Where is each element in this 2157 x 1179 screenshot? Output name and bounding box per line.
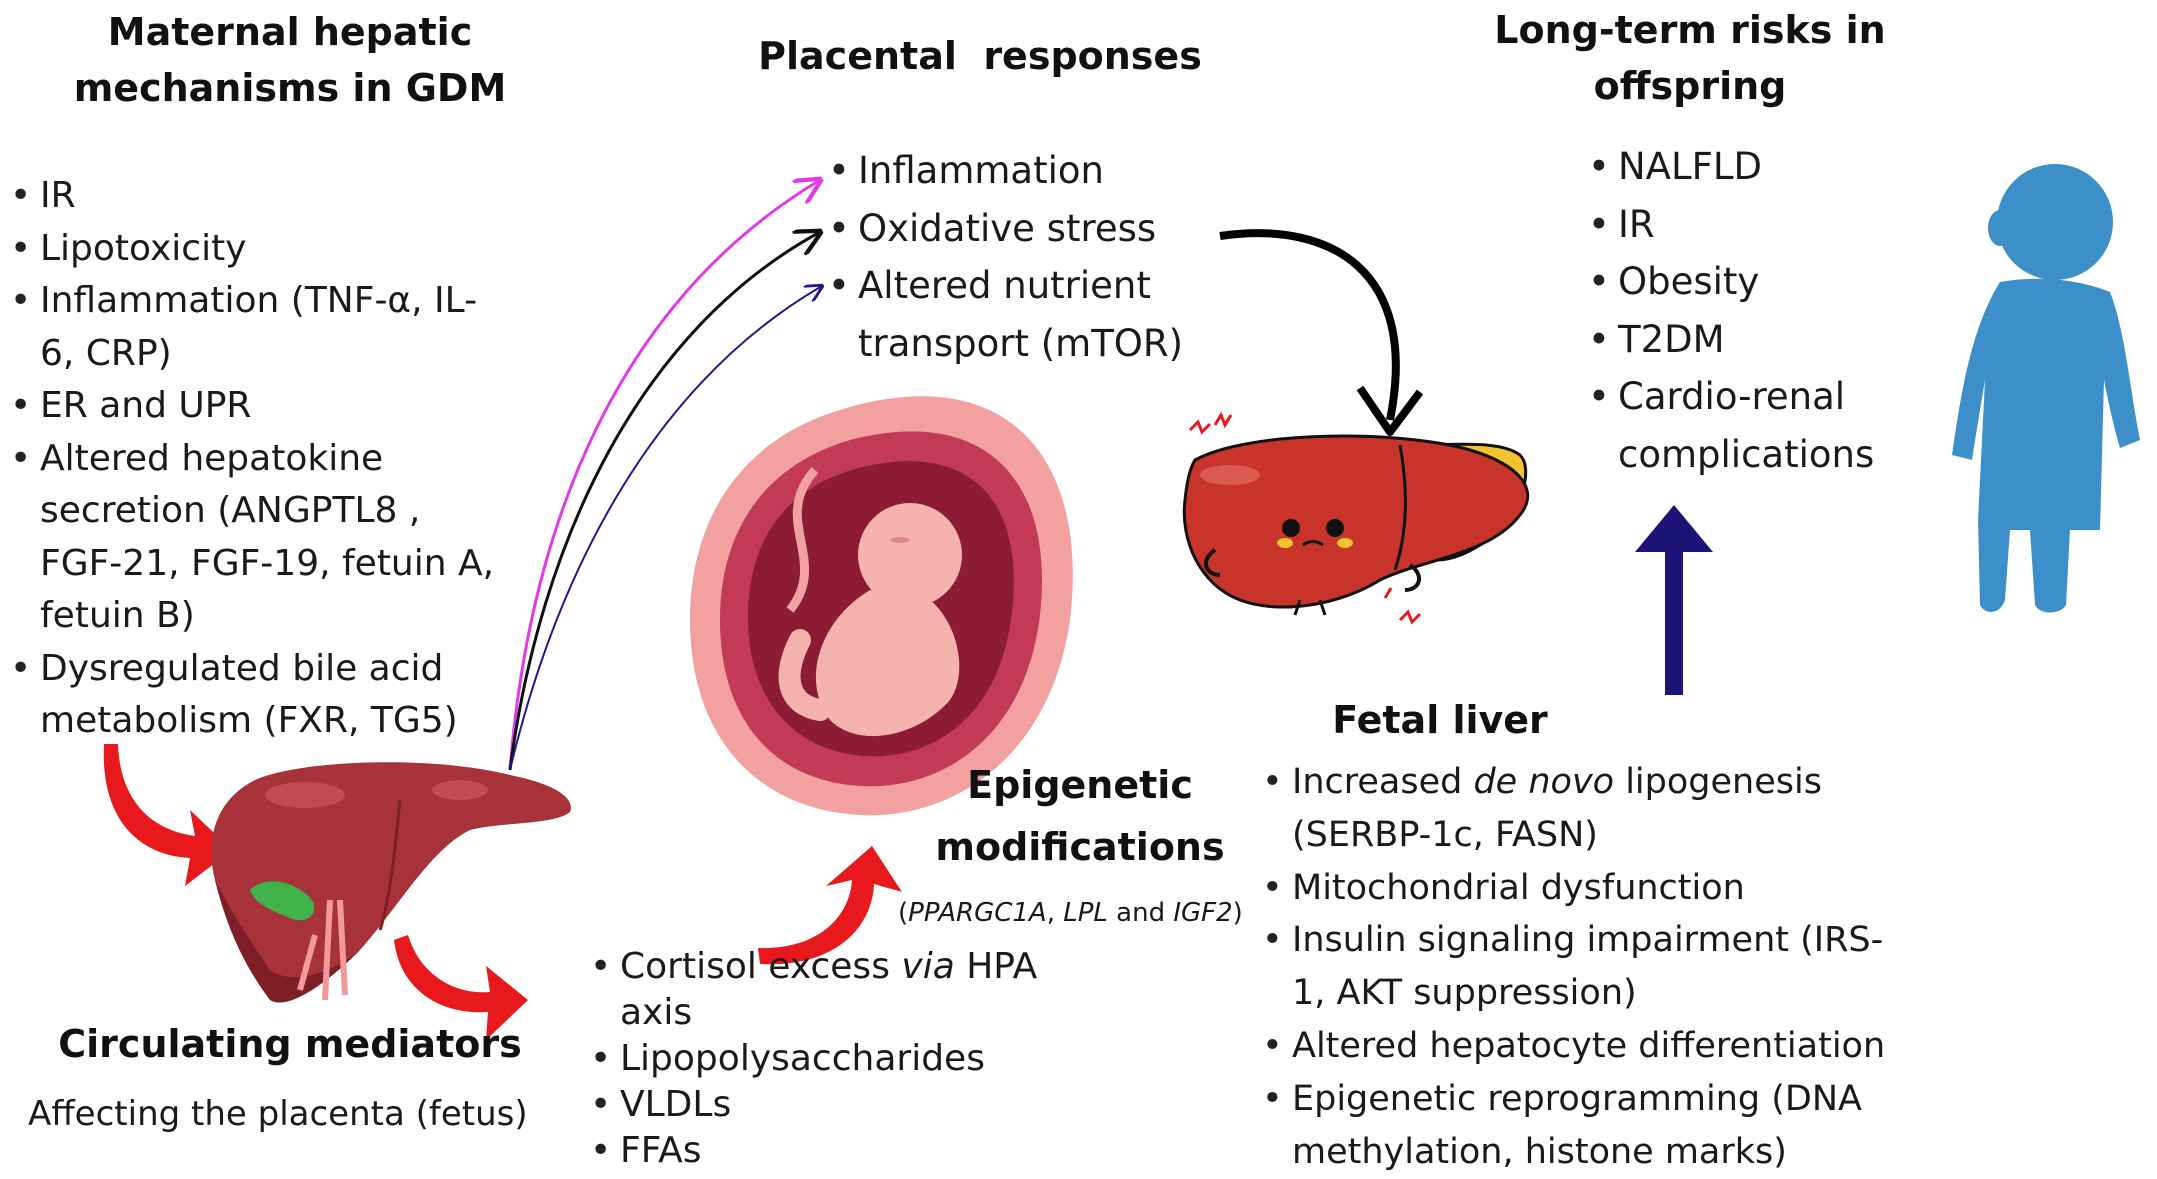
circulating-title: Circulating mediators xyxy=(58,1022,522,1066)
maternal-title-line2: mechanisms in GDM xyxy=(73,66,507,110)
cartoon-fetal-liver-illustration xyxy=(1182,411,1530,625)
list-item: Cortisol excess via HPA axis xyxy=(586,944,1106,1036)
maternal-title: Maternal hepatic mechanisms in GDM xyxy=(40,4,540,116)
risks-list: NALFLD IR Obesity T2DM Cardio-renal comp… xyxy=(1584,138,1944,483)
list-item: Cardio-renal complications xyxy=(1584,368,1944,483)
child-silhouette-illustration xyxy=(1952,164,2140,613)
list-item: IR xyxy=(1584,196,1944,254)
list-item: IR xyxy=(6,170,506,223)
risks-title-line2: offspring xyxy=(1593,64,1787,108)
list-item: ER and UPR xyxy=(6,380,506,433)
list-item: Increased de novo lipogenesis (SERBP-1c,… xyxy=(1258,756,1898,862)
arrow-to-inflammation xyxy=(508,180,820,771)
maternal-liver-illustration xyxy=(211,762,571,1003)
maternal-title-line1: Maternal hepatic xyxy=(107,10,473,54)
list-item: Lipotoxicity xyxy=(6,223,506,276)
list-item: NALFLD xyxy=(1584,138,1944,196)
uterus-fetus-illustration xyxy=(690,396,1073,816)
circulating-subtitle: Affecting the placenta (fetus) xyxy=(28,1094,528,1134)
arrow-placenta-to-fetal-liver-head xyxy=(1356,385,1424,436)
red-arrow-into-liver xyxy=(103,744,232,886)
arrow-to-oxidative-stress xyxy=(508,232,820,771)
up-arrow-head xyxy=(1635,505,1713,552)
epigenetic-title-line1: Epigenetic xyxy=(967,763,1193,807)
list-item: VLDLs xyxy=(586,1082,1106,1128)
fetal-liver-title: Fetal liver xyxy=(1332,698,1548,742)
epigenetic-title: Epigenetic modifications xyxy=(880,754,1280,878)
list-item: FFAs xyxy=(586,1128,1106,1174)
red-arrow-liver-to-mediators xyxy=(394,935,528,1040)
list-item: Oxidative stress xyxy=(824,200,1264,258)
risks-title: Long-term risks in offspring xyxy=(1480,2,1900,114)
risks-title-line1: Long-term risks in xyxy=(1494,8,1886,52)
list-item: Mitochondrial dysfunction xyxy=(1258,862,1898,915)
list-item: Epigenetic reprogramming (DNA methylatio… xyxy=(1258,1073,1898,1179)
red-arrow-to-epigenetic xyxy=(758,846,902,965)
list-item: Obesity xyxy=(1584,253,1944,311)
placental-responses-list: Inflammation Oxidative stress Altered nu… xyxy=(824,142,1264,372)
list-item: Altered nutrient transport (mTOR) xyxy=(824,257,1264,372)
list-item: Lipopolysaccharides xyxy=(586,1036,1106,1082)
maternal-mechanisms-list: IR Lipotoxicity Inflammation (TNF-α, IL-… xyxy=(6,170,506,748)
epigenetic-genes: (PPARGC1A, LPL and IGF2) xyxy=(898,898,1243,928)
list-item: Altered hepatocyte differentiation xyxy=(1258,1020,1898,1073)
placental-title: Placental responses xyxy=(758,34,1202,78)
circulating-mediators-list: Cortisol excess via HPA axis Lipopolysac… xyxy=(586,944,1106,1174)
epigenetic-title-line2: modifications xyxy=(935,825,1225,869)
list-item: Inflammation xyxy=(824,142,1264,200)
list-item: Altered hepatokine secretion (ANGPTL8 , … xyxy=(6,433,506,643)
list-item: Inflammation (TNF-α, IL-6, CRP) xyxy=(6,275,506,380)
list-item: T2DM xyxy=(1584,311,1944,369)
list-item: Dysregulated bile acid metabolism (FXR, … xyxy=(6,643,506,748)
list-item: Insulin signaling impairment (IRS-1, AKT… xyxy=(1258,914,1898,1020)
fetal-liver-list: Increased de novo lipogenesis (SERBP-1c,… xyxy=(1258,756,1898,1178)
arrow-to-nutrient-transport xyxy=(509,286,822,771)
up-arrow-shaft xyxy=(1665,550,1683,695)
